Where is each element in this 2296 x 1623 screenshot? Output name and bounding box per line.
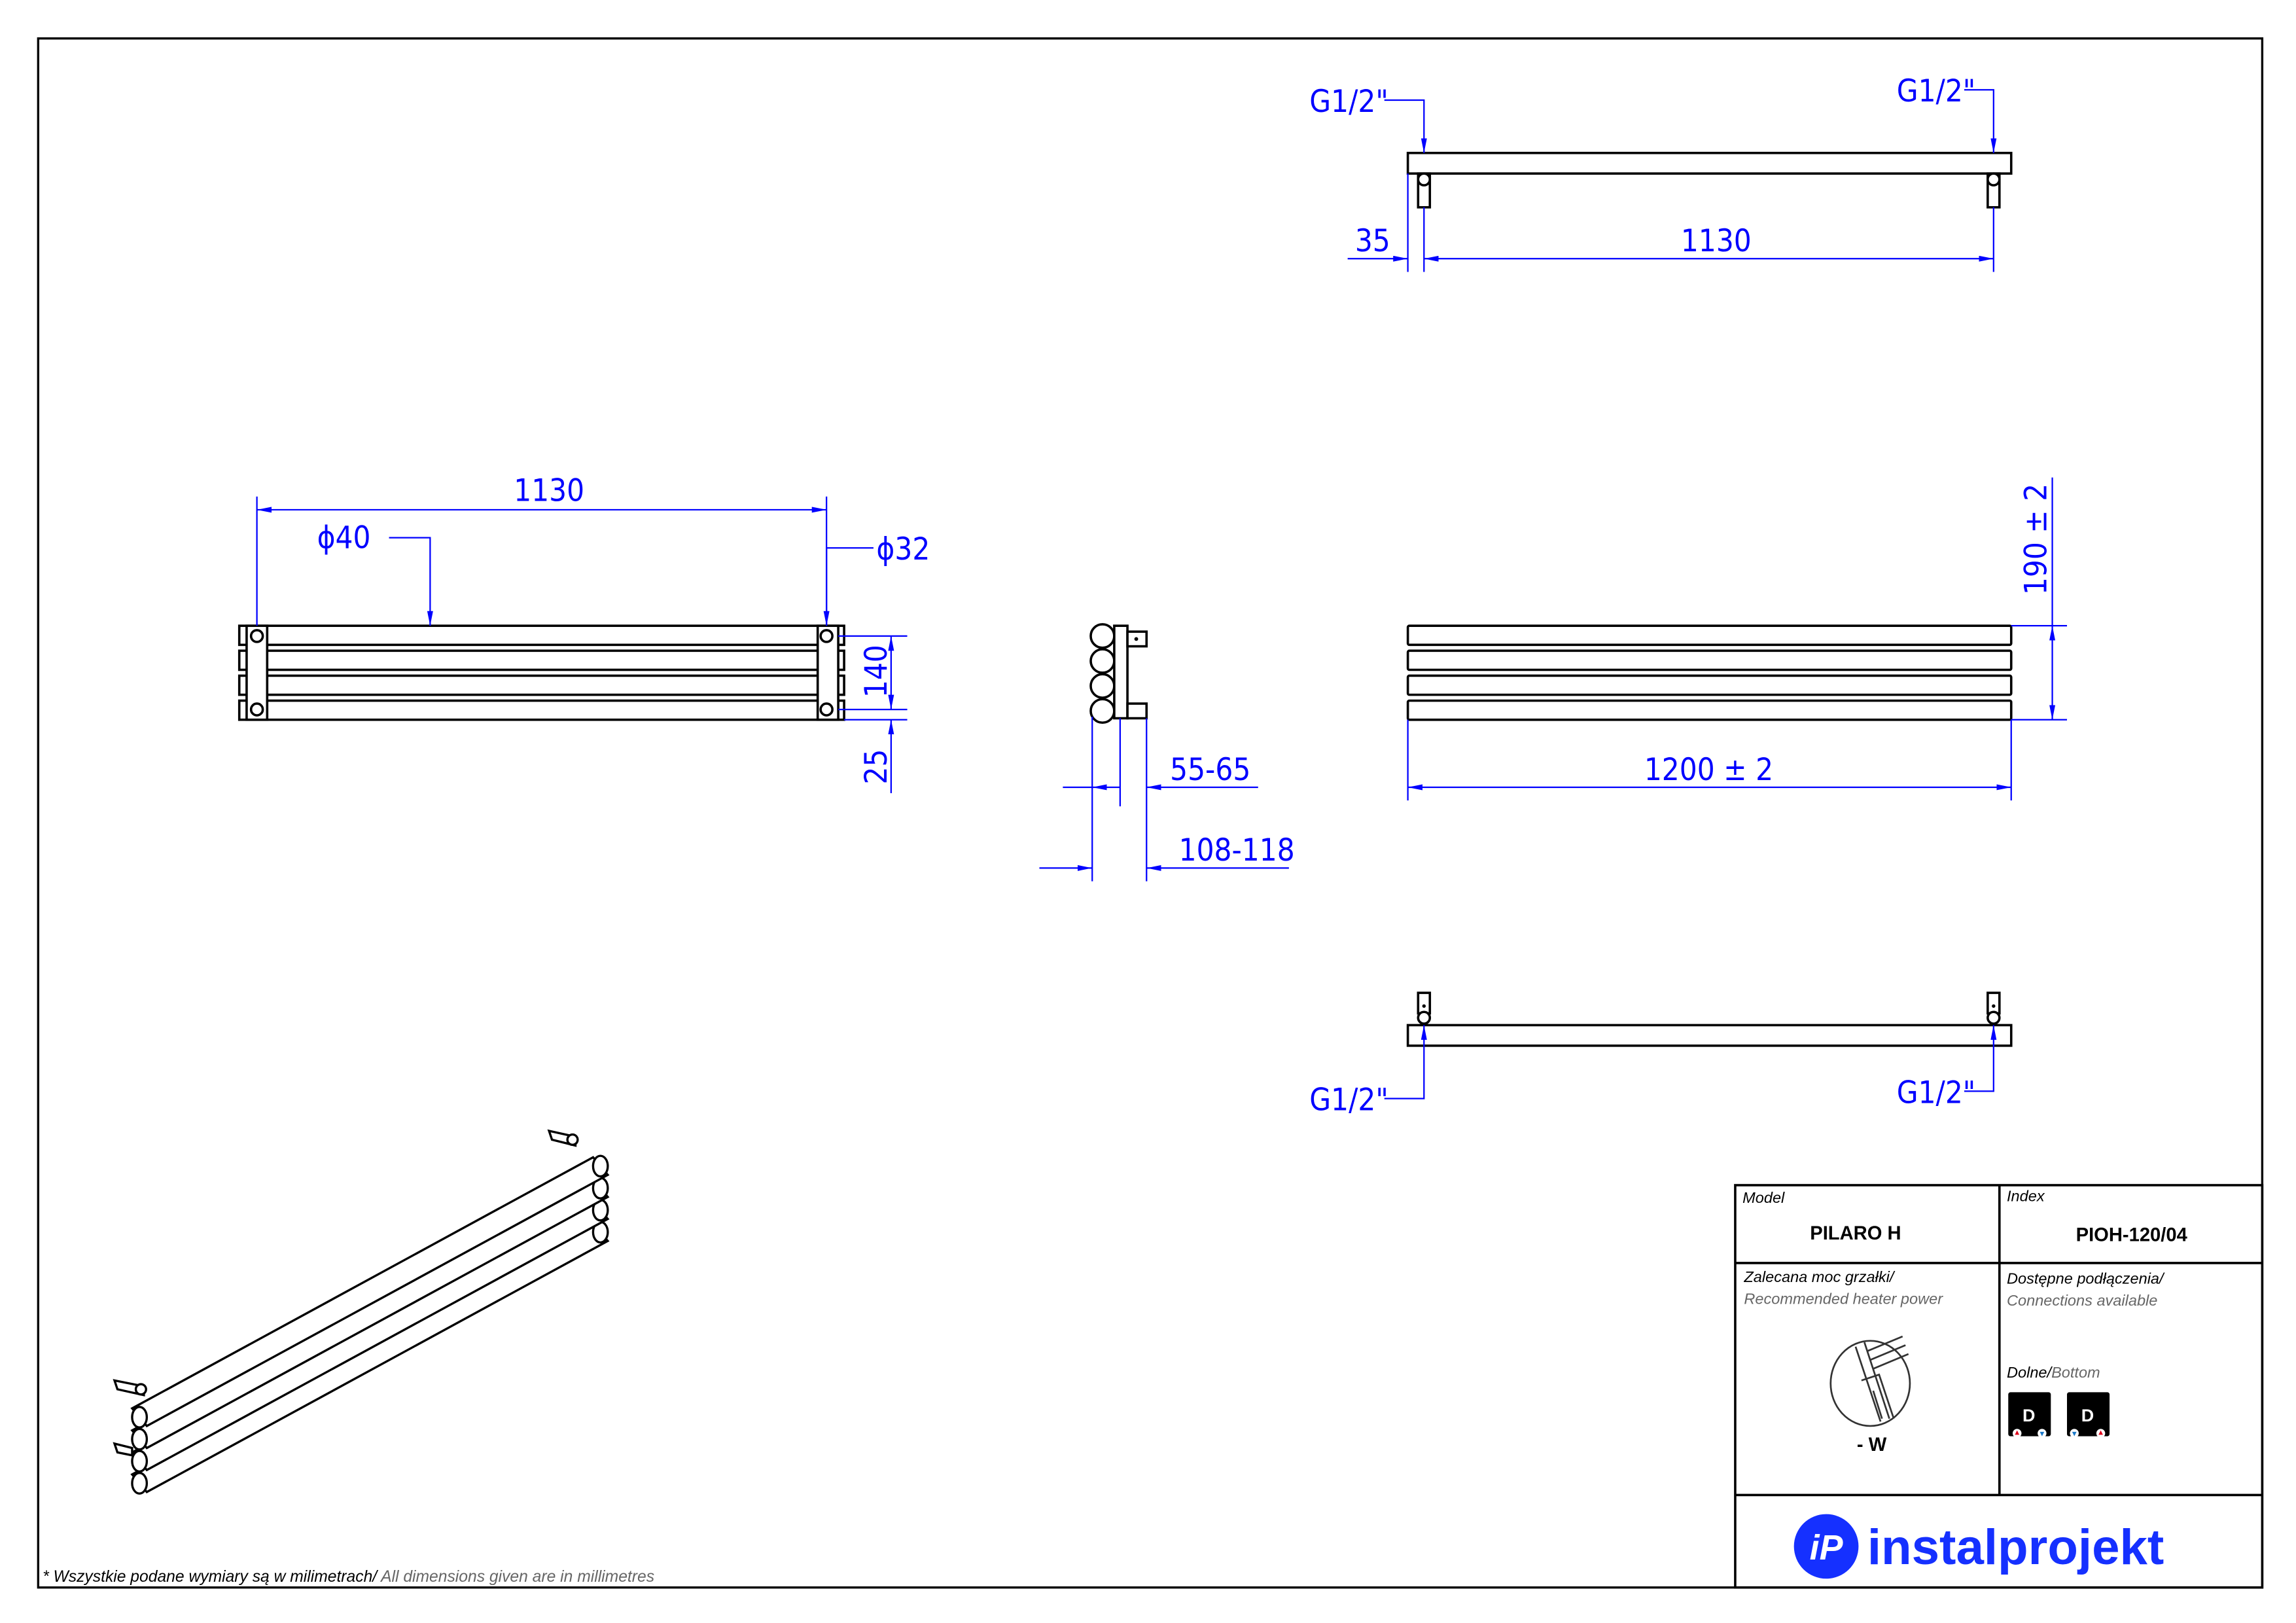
brand-name: instalprojekt [1867, 1520, 2164, 1575]
connection-type: Dolne/Bottom [2007, 1364, 2100, 1381]
bracket-height-dim: 140 [858, 645, 894, 698]
bottom-conn-left-label: G1/2" [1309, 1082, 1388, 1118]
side-view: 55-65 108-118 [1039, 623, 1295, 882]
svg-text:D: D [2081, 1406, 2094, 1425]
model-value: PILARO H [1810, 1223, 1901, 1244]
bottom-offset-dim: 25 [858, 749, 894, 785]
brand-logo: iP instalprojekt [1793, 1514, 2164, 1579]
bracket-diameter-label: ϕ32 [876, 531, 930, 567]
title-block: Model PILARO H Index PIOH-120/04 Zalecan… [1734, 1184, 2264, 1589]
heater-label-en: Recommended heater power [1744, 1291, 1943, 1308]
width-dim: 1200 ± 2 [1644, 752, 1773, 788]
front-view: 1130 ϕ40 ϕ32 140 25 [238, 473, 930, 793]
connections-label-en: Connections available [2007, 1292, 2157, 1309]
connection-badge-2: D [2066, 1392, 2110, 1438]
top-spacing-dim: 1130 [1681, 223, 1752, 259]
height-dim: 190 ± 2 [2019, 484, 2055, 595]
wall-distance-dim: 55-65 [1170, 752, 1250, 788]
heater-icon [1829, 1335, 1911, 1427]
total-depth-dim: 108-118 [1179, 832, 1295, 868]
footnote: * Wszystkie podane wymiary są w milimetr… [43, 1568, 654, 1586]
bottom-view: G1/2" G1/2" [1309, 991, 2013, 1118]
top-offset-dim: 35 [1355, 223, 1390, 259]
front-view-right: 190 ± 2 1200 ± 2 [1406, 477, 2067, 801]
bottom-conn-right-label: G1/2" [1897, 1075, 1976, 1111]
connection-badge-1: D [2008, 1392, 2051, 1438]
tube-diameter-label: ϕ40 [317, 520, 371, 556]
svg-text:iP: iP [1810, 1528, 1843, 1567]
svg-text:D: D [2022, 1406, 2035, 1425]
front-spacing-dim: 1130 [514, 473, 584, 508]
heater-value: - W [1857, 1435, 1887, 1455]
index-value: PIOH-120/04 [2076, 1224, 2188, 1245]
connections-label-pl: Dostępne podłączenia/ [2007, 1270, 2165, 1287]
top-view: G1/2" G1/2" 35 1130 [1309, 73, 2013, 272]
model-label: Model [1742, 1189, 1785, 1206]
index-label: Index [2007, 1188, 2045, 1205]
sheet-border [37, 37, 2264, 1589]
top-conn-left-label: G1/2" [1309, 84, 1388, 120]
heater-label-pl: Zalecana moc grzałki/ [1743, 1268, 1895, 1285]
isometric-view [113, 1129, 610, 1495]
top-conn-right-label: G1/2" [1897, 73, 1976, 109]
